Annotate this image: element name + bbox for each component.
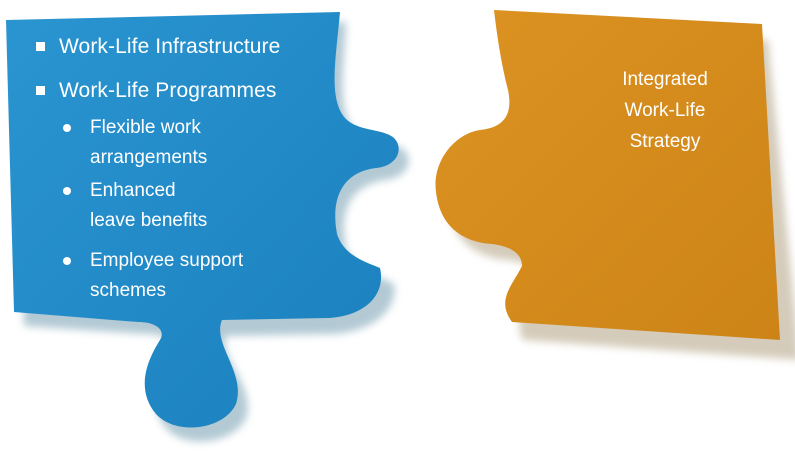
orange-puzzle-piece (435, 10, 780, 340)
strategy-line: Integrated (622, 69, 708, 90)
square-bullet-icon (36, 86, 45, 95)
sub-item-line: Flexible work (90, 117, 201, 138)
square-bullet-icon (36, 42, 45, 51)
sub-item-line: schemes (90, 280, 167, 301)
list-item-label: Work-Life Infrastructure (59, 35, 281, 58)
round-bullet-icon (63, 257, 71, 265)
round-bullet-icon (63, 124, 71, 132)
sub-item-line: leave benefits (90, 210, 208, 231)
sub-item-line: arrangements (90, 147, 208, 168)
sub-item-line: Employee support (90, 250, 244, 271)
strategy-label: Integrated Work-Life Strategy (565, 64, 765, 157)
strategy-line: Work-Life (624, 100, 706, 121)
list-item-label: Work-Life Programmes (59, 79, 277, 102)
round-bullet-icon (63, 187, 71, 195)
blue-puzzle-piece (6, 12, 399, 428)
sub-item-line: Enhanced (90, 180, 176, 201)
strategy-line: Strategy (629, 131, 701, 152)
